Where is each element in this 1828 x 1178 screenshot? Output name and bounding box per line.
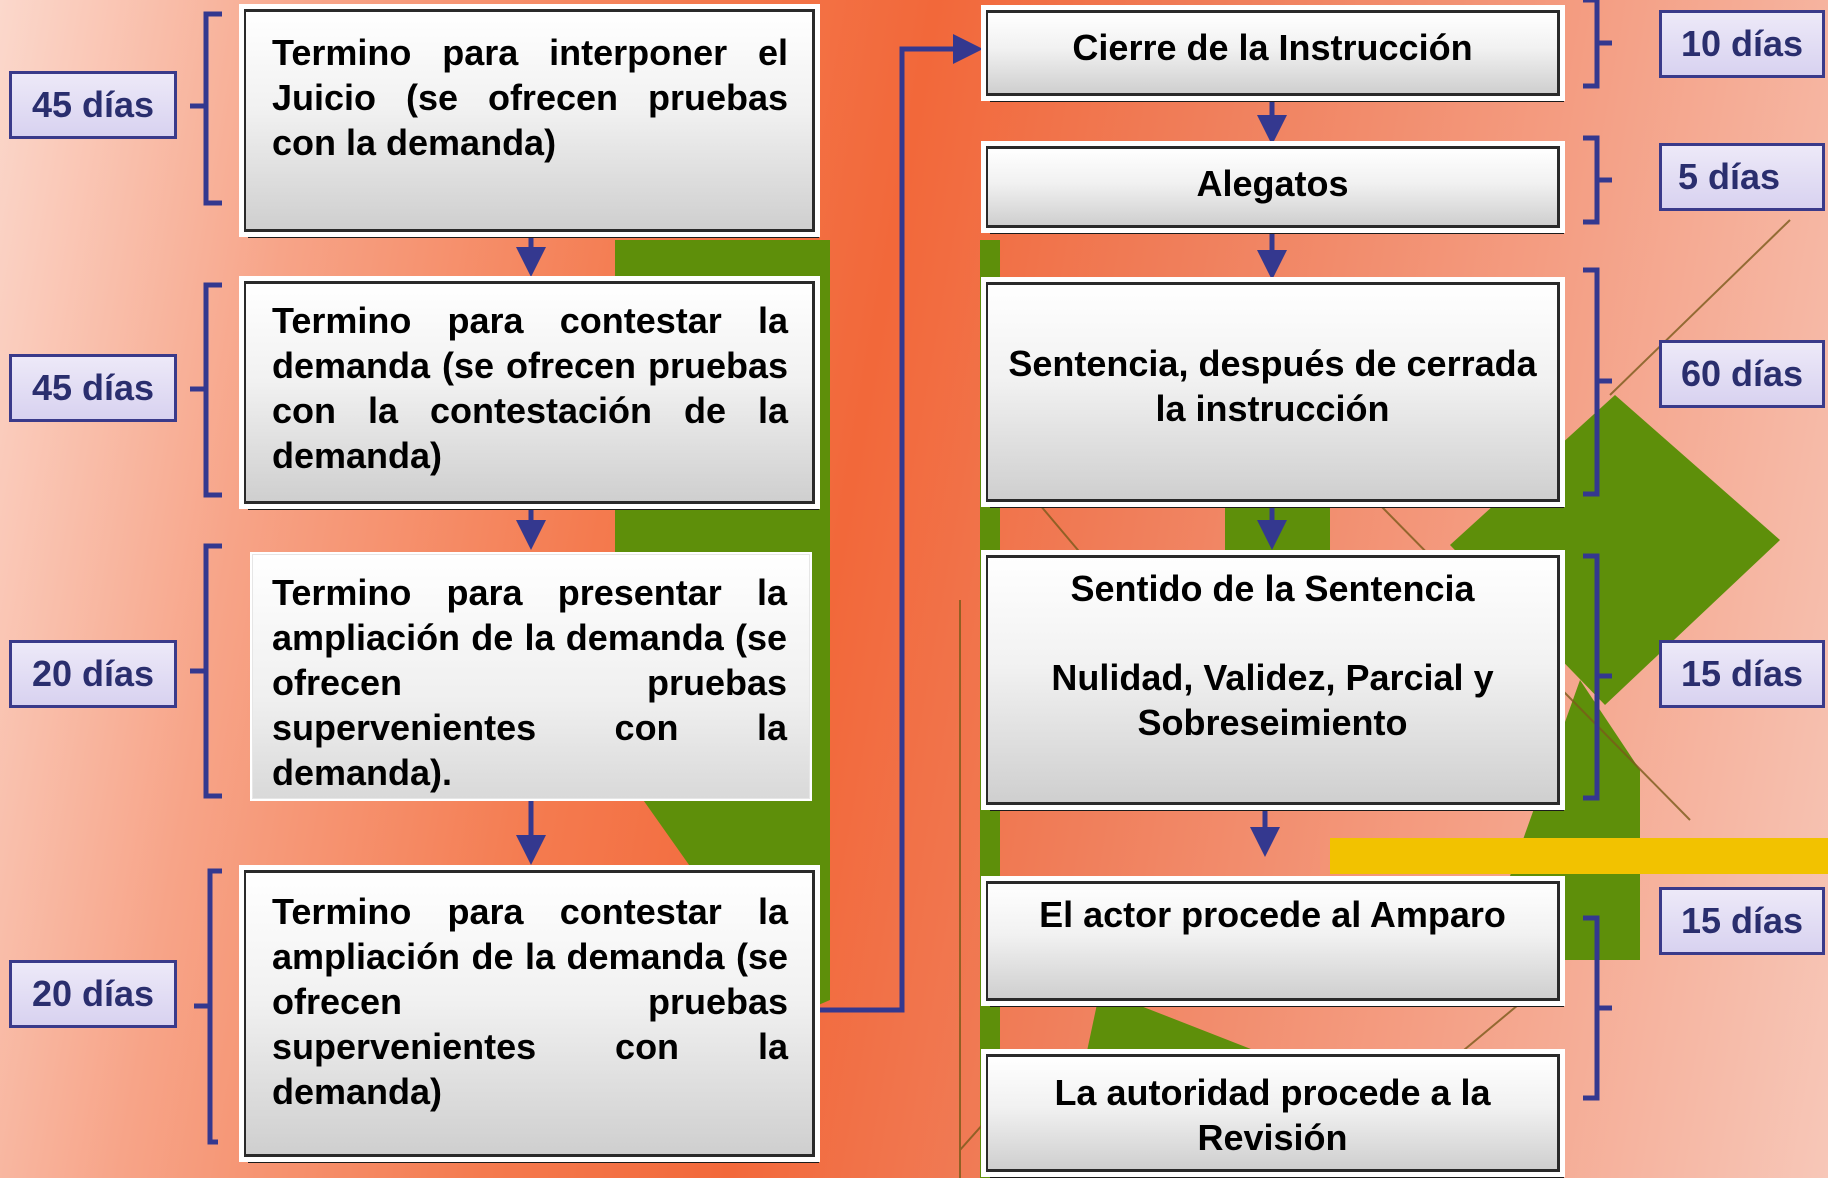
step-text: Alegatos [1196, 163, 1349, 204]
arrow-left-to-right [812, 34, 983, 1013]
brace-left-2 [190, 282, 222, 498]
yellow-bar [1330, 838, 1828, 874]
step-box-sentido-sentencia: Sentido de la Sentencia Nulidad, Validez… [981, 550, 1565, 810]
step-box-sentencia: Sentencia, después de cerrada la instruc… [981, 277, 1565, 507]
step-text: Termino para interponer el Juicio (se of… [272, 32, 788, 163]
step-box-cierre-instruccion: Cierre de la Instrucción [981, 5, 1565, 101]
days-badge: 20 días [9, 960, 177, 1028]
step-text: Nulidad, Validez, Parcial y Sobreseimien… [1051, 657, 1494, 743]
step-box-presentar-ampliacion: Termino para presentar la ampliación de … [250, 552, 812, 801]
brace-left-4 [194, 868, 222, 1145]
step-text: Termino para contestar la ampliación de … [272, 891, 788, 1112]
step-box-interponer-juicio: Termino para interponer el Juicio (se of… [239, 4, 820, 237]
step-text: Termino para contestar la demanda (se of… [272, 300, 788, 476]
step-box-alegatos: Alegatos [981, 141, 1565, 233]
days-badge: 45 días [9, 354, 177, 422]
brace-right-1 [1583, 0, 1612, 89]
days-badge: 20 días [9, 640, 177, 708]
brace-left-1 [190, 11, 222, 206]
step-box-actor-amparo: El actor procede al Amparo [981, 876, 1565, 1006]
brace-right-3 [1583, 267, 1612, 497]
days-badge: 15 días [1659, 640, 1825, 708]
brace-left-3 [190, 543, 222, 799]
step-box-contestar-demanda: Termino para contestar la demanda (se of… [239, 276, 820, 509]
step-text: Cierre de la Instrucción [1072, 27, 1473, 68]
brace-right-2 [1583, 135, 1612, 225]
step-text: Termino para presentar la ampliación de … [272, 572, 787, 793]
brace-right-4 [1583, 553, 1612, 801]
step-text: Sentencia, después de cerrada la instruc… [1008, 343, 1537, 429]
step-title: Sentido de la Sentencia [1070, 568, 1475, 609]
step-box-contestar-ampliacion: Termino para contestar la ampliación de … [239, 865, 820, 1162]
step-text: La autoridad procede a la Revisión [1054, 1072, 1491, 1158]
days-badge: 10 días [1659, 10, 1825, 78]
brace-right-5 [1583, 915, 1612, 1101]
days-badge: 5 días [1659, 143, 1825, 211]
days-badge: 60 días [1659, 340, 1825, 408]
step-box-autoridad-revision: La autoridad procede a la Revisión [981, 1049, 1565, 1177]
step-text: El actor procede al Amparo [1039, 894, 1506, 935]
days-badge: 45 días [9, 71, 177, 139]
days-badge: 15 días [1659, 887, 1825, 955]
